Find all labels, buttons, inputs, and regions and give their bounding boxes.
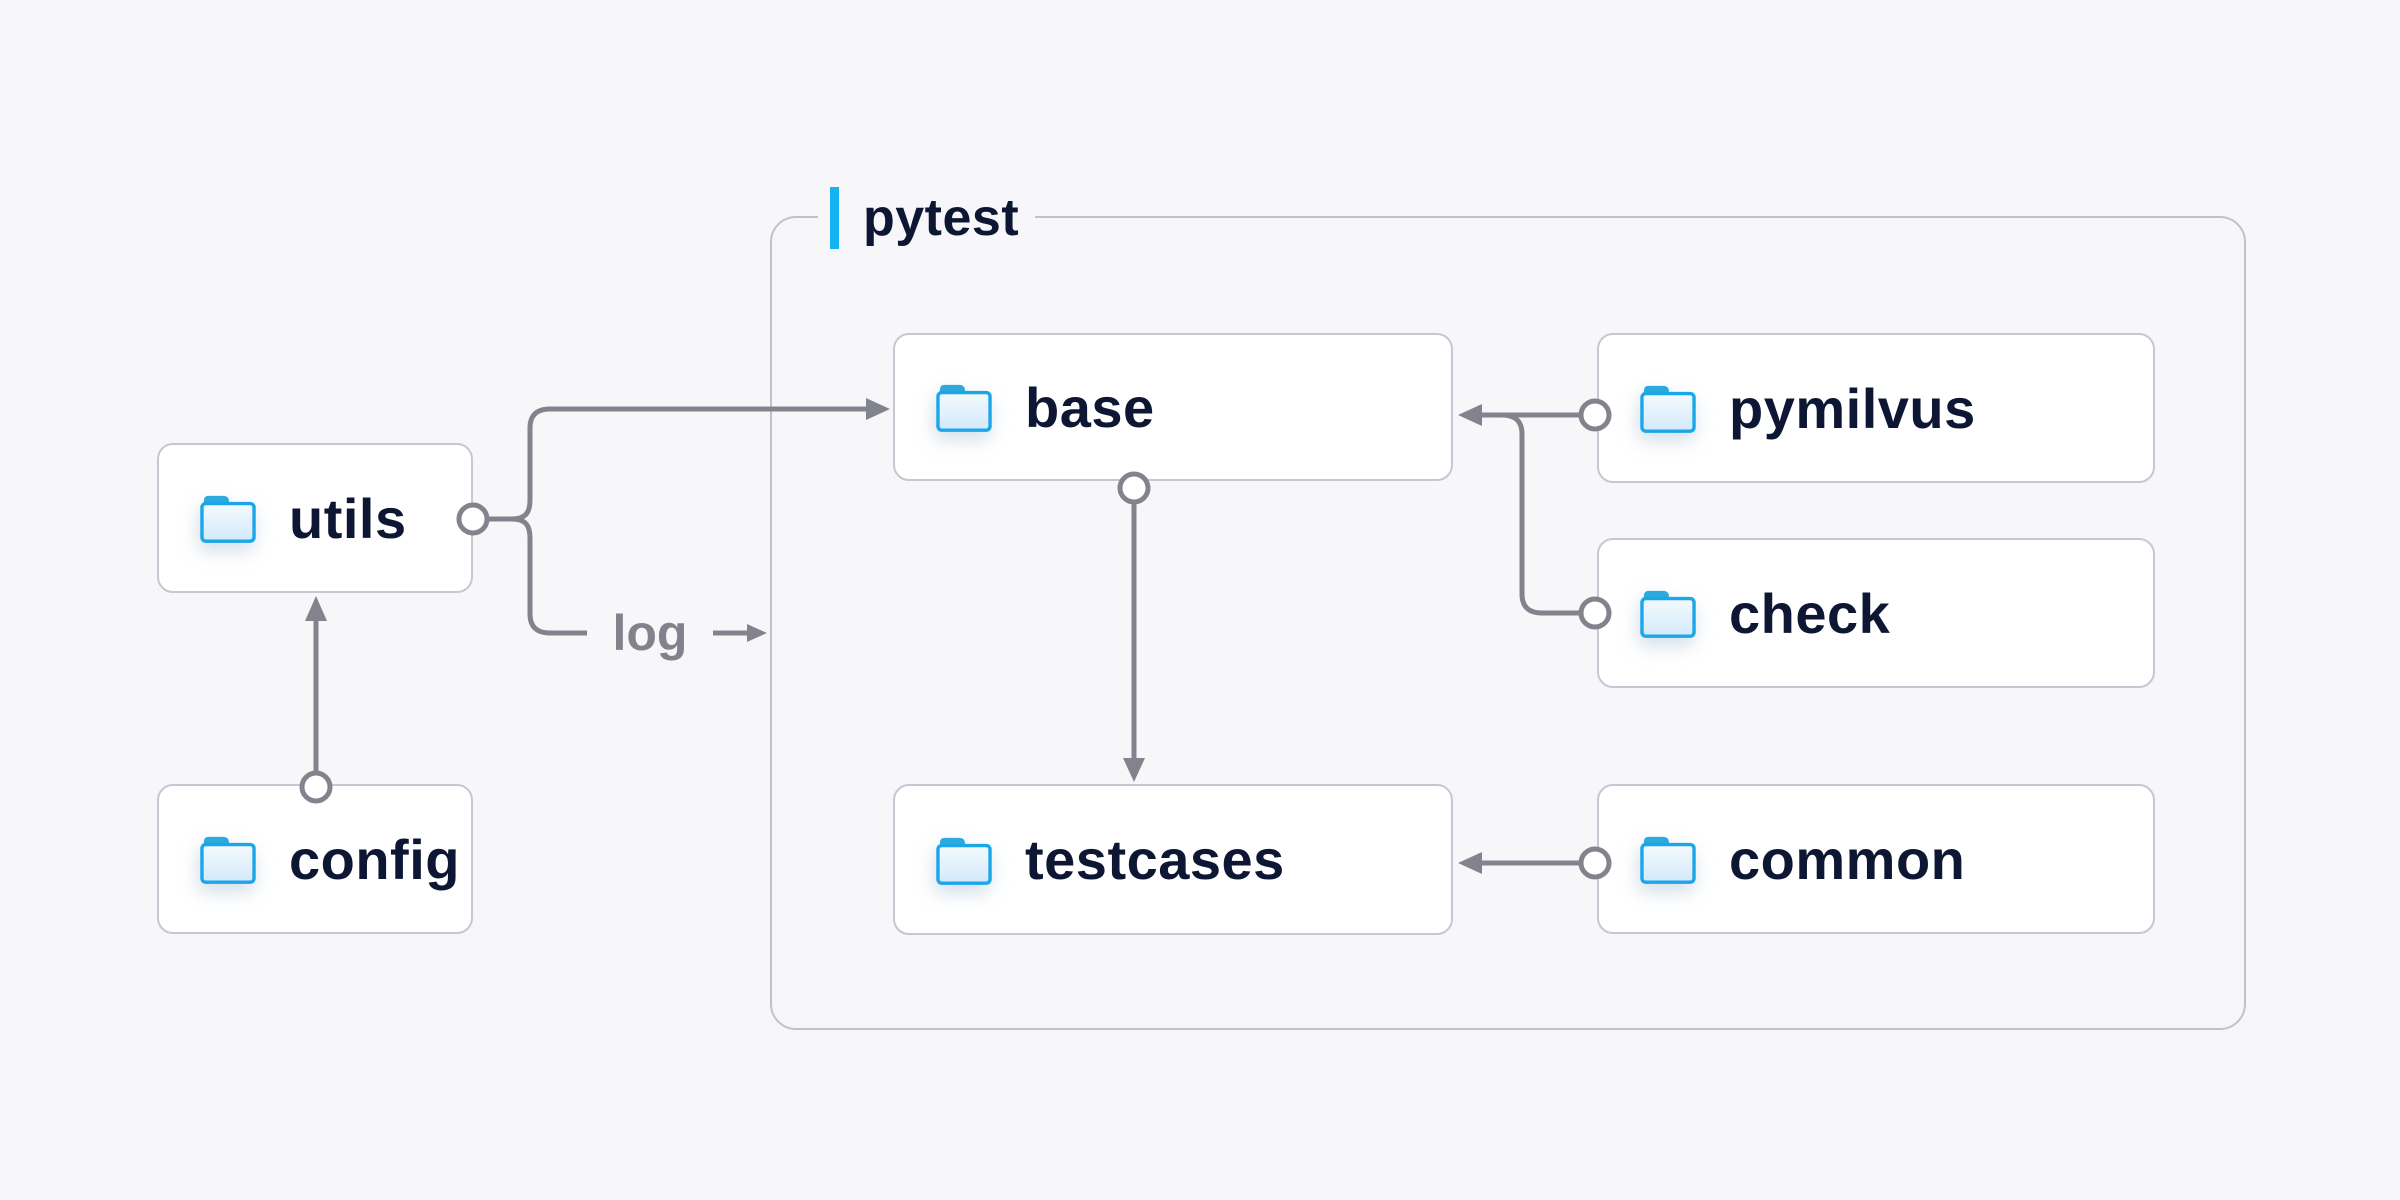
edge-utils-log (511, 516, 587, 636)
node-label: config (289, 827, 460, 891)
node-common: common (1597, 784, 2155, 934)
folder-icon (1640, 590, 1696, 638)
folder-icon (1640, 836, 1696, 884)
group-title: pytest (863, 189, 1020, 247)
node-base: base (893, 333, 1453, 481)
folder-icon (200, 495, 256, 543)
node-testcases: testcases (893, 784, 1453, 935)
node-pymilvus: pymilvus (1597, 333, 2155, 483)
folder-icon (936, 384, 992, 432)
node-config: config (157, 784, 473, 934)
accent-bar-icon (830, 187, 839, 249)
node-label: common (1729, 827, 1966, 891)
edge-label-log: log (612, 605, 688, 661)
node-label: testcases (1025, 828, 1285, 891)
folder-icon (1640, 385, 1696, 433)
folder-icon (200, 836, 256, 884)
node-label: check (1729, 581, 1891, 645)
node-utils: utils (157, 443, 473, 593)
arrowhead-into-utils (305, 596, 327, 621)
node-label: utils (289, 486, 407, 550)
node-check: check (1597, 538, 2155, 688)
group-pytest-label: pytest (818, 185, 1036, 251)
arrowhead-log (747, 624, 767, 642)
node-label: base (1025, 375, 1155, 439)
node-label: pymilvus (1729, 376, 1976, 440)
group-pytest: pytest (770, 185, 2246, 1030)
folder-icon (936, 837, 992, 885)
